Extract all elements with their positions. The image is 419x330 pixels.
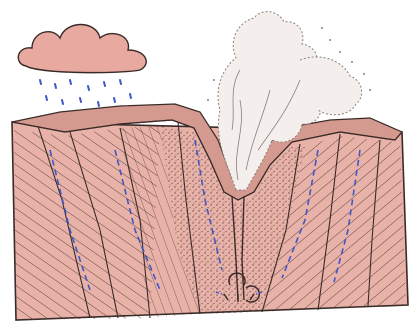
rain-cloud-icon	[18, 25, 146, 107]
rock-block	[12, 104, 408, 320]
rain-drops	[40, 80, 131, 106]
